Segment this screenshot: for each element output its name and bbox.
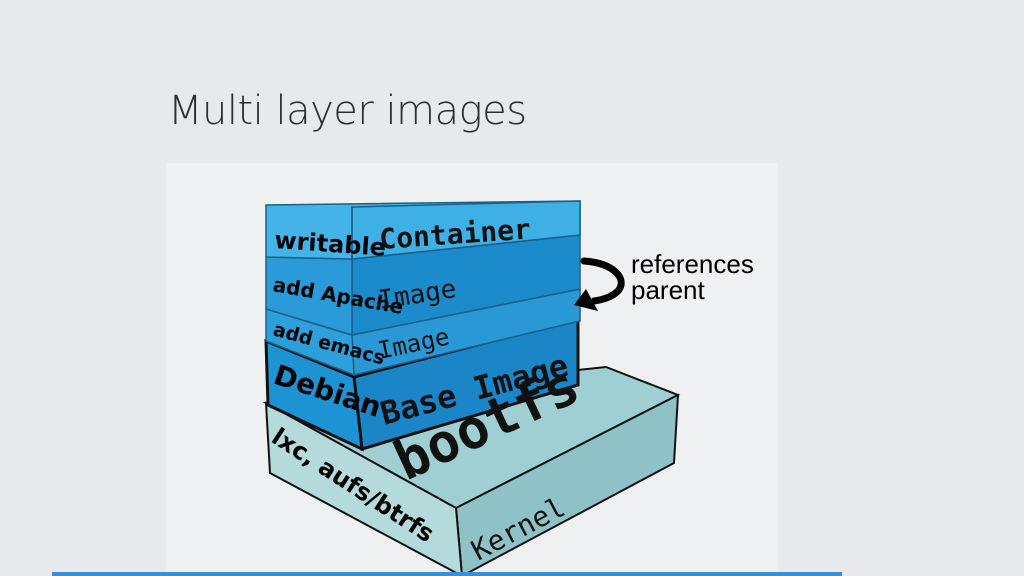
annotation-line-1: references	[631, 249, 754, 279]
references-parent-arrow	[574, 257, 625, 311]
bottom-accent-rule	[52, 572, 842, 576]
slide-title: Multi layer images	[168, 88, 527, 134]
apache-image-layer	[265, 234, 581, 337]
annotation-line-2: parent	[631, 275, 705, 305]
diagram-canvas: writable add Apache add emacs Debian lxc…	[262, 200, 754, 576]
container-layer	[265, 200, 581, 260]
layer-stack-diagram: writable add Apache add emacs Debian lxc…	[166, 163, 778, 576]
